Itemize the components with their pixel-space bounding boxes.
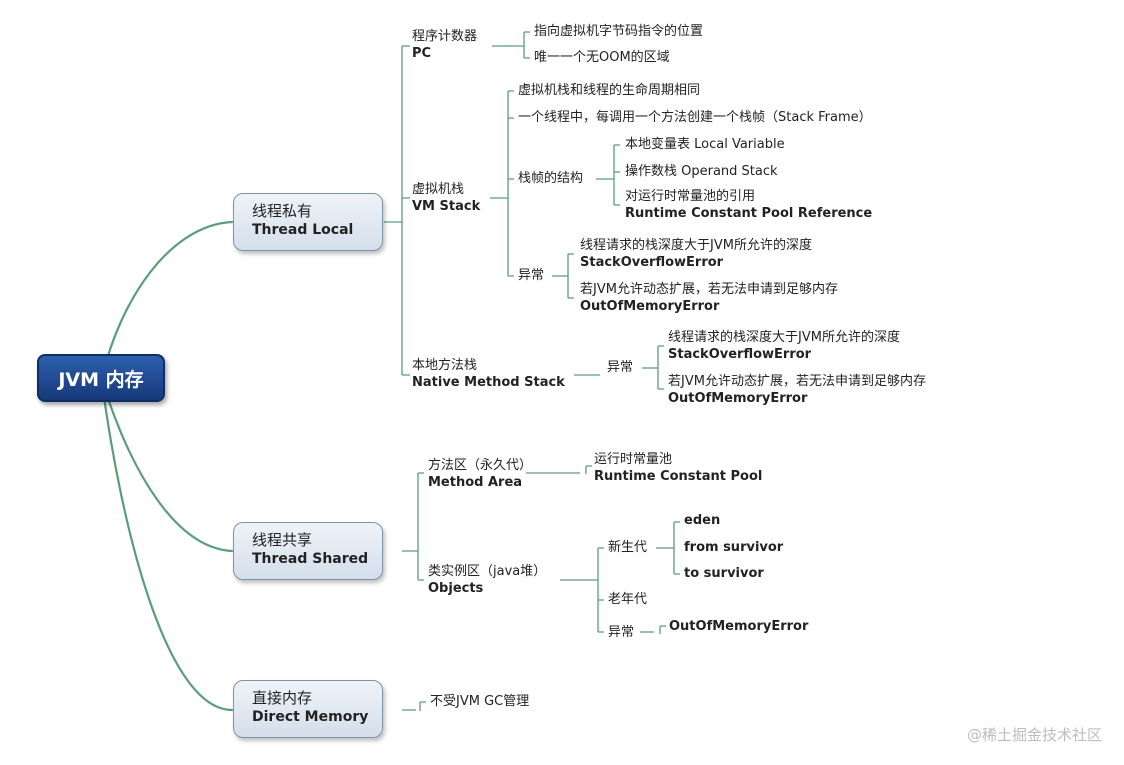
native-zh: 本地方法栈 bbox=[412, 358, 478, 373]
vm-exception-label: 异常 bbox=[518, 268, 545, 283]
vm-exception-2-en: OutOfMemoryError bbox=[580, 299, 720, 314]
branch-root-thread-local bbox=[100, 220, 234, 380]
pc-item-1: 指向虚拟机字节码指令的位置 bbox=[534, 24, 704, 39]
root-node: JVM 内存 bbox=[37, 354, 165, 402]
objects-zh: 类实例区（java堆） bbox=[428, 564, 547, 579]
bracket-oom bbox=[640, 625, 666, 634]
young-gen-label: 新生代 bbox=[608, 540, 648, 555]
frame-operand-stack: 操作数栈 Operand Stack bbox=[625, 164, 778, 179]
bracket-objects bbox=[560, 547, 604, 633]
vm-stack-en: VM Stack bbox=[412, 199, 481, 214]
bracket-young bbox=[656, 521, 680, 575]
bracket-method-area bbox=[526, 465, 592, 474]
vm-exception-1-zh: 线程请求的栈深度大于JVM所允许的深度 bbox=[580, 238, 812, 253]
method-area-zh: 方法区（永久代） bbox=[428, 458, 533, 473]
constant-pool-zh: 运行时常量池 bbox=[594, 452, 673, 467]
native-en: Native Method Stack bbox=[412, 375, 565, 390]
native-exception-label: 异常 bbox=[607, 360, 634, 375]
frame-local-variable: 本地变量表 Local Variable bbox=[625, 137, 785, 152]
direct-memory-zh: 直接内存 bbox=[252, 689, 313, 707]
vm-stack-zh: 虚拟机栈 bbox=[412, 182, 465, 197]
direct-memory-en: Direct Memory bbox=[252, 709, 369, 725]
bracket-native bbox=[574, 345, 664, 390]
bracket-pc bbox=[492, 31, 530, 59]
vm-stack-item-1: 虚拟机栈和线程的生命周期相同 bbox=[518, 83, 701, 98]
young-to-survivor: to survivor bbox=[684, 566, 764, 581]
frame-label: 栈帧的结构 bbox=[518, 171, 584, 186]
thread-shared-en: Thread Shared bbox=[252, 551, 369, 567]
watermark: @稀土掘金技术社区 bbox=[966, 726, 1102, 744]
young-from-survivor: from survivor bbox=[684, 540, 784, 555]
branch-root-thread-shared bbox=[100, 378, 234, 553]
bracket-thread-local bbox=[384, 45, 410, 376]
thread-local-zh: 线程私有 bbox=[252, 202, 313, 220]
objects-en: Objects bbox=[428, 581, 484, 596]
pc-en: PC bbox=[412, 46, 432, 61]
frame-pool-ref-zh: 对运行时常量池的引用 bbox=[625, 189, 756, 204]
objects-oom: OutOfMemoryError bbox=[669, 619, 809, 634]
frame-pool-ref-en: Runtime Constant Pool Reference bbox=[625, 206, 873, 221]
objects-exception-label: 异常 bbox=[608, 625, 635, 640]
bracket-direct bbox=[402, 701, 426, 711]
native-exception-2-zh: 若JVM允许动态扩展，若无法申请到足够内存 bbox=[668, 374, 926, 389]
old-gen-label: 老年代 bbox=[608, 592, 648, 607]
method-area-en: Method Area bbox=[428, 475, 523, 490]
pc-item-2: 唯一一个无OOM的区域 bbox=[534, 50, 670, 65]
vm-exception-1-en: StackOverflowError bbox=[580, 255, 724, 270]
branch-root-direct-memory bbox=[100, 380, 234, 712]
native-exception-1-en: StackOverflowError bbox=[668, 347, 812, 362]
vm-exception-2-zh: 若JVM允许动态扩展，若无法申请到足够内存 bbox=[580, 282, 838, 297]
young-eden: eden bbox=[684, 513, 721, 528]
bracket-frame bbox=[596, 144, 620, 206]
direct-memory-note: 不受JVM GC管理 bbox=[430, 694, 530, 709]
node-thread-local: 线程私有 Thread Local bbox=[233, 193, 383, 251]
bracket-vm-stack bbox=[490, 90, 514, 277]
bracket-thread-shared bbox=[402, 472, 424, 581]
native-exception-1-zh: 线程请求的栈深度大于JVM所允许的深度 bbox=[668, 330, 900, 345]
thread-local-en: Thread Local bbox=[252, 222, 354, 238]
native-exception-2-en: OutOfMemoryError bbox=[668, 391, 808, 406]
pc-zh: 程序计数器 bbox=[412, 29, 478, 44]
bracket-vm-exception bbox=[552, 253, 574, 299]
thread-shared-zh: 线程共享 bbox=[252, 531, 313, 549]
node-direct-memory: 直接内存 Direct Memory bbox=[233, 680, 383, 738]
constant-pool-en: Runtime Constant Pool bbox=[594, 469, 763, 484]
node-thread-shared: 线程共享 Thread Shared bbox=[233, 522, 383, 580]
vm-stack-item-2: 一个线程中，每调用一个方法创建一个栈帧（Stack Frame） bbox=[518, 110, 872, 125]
